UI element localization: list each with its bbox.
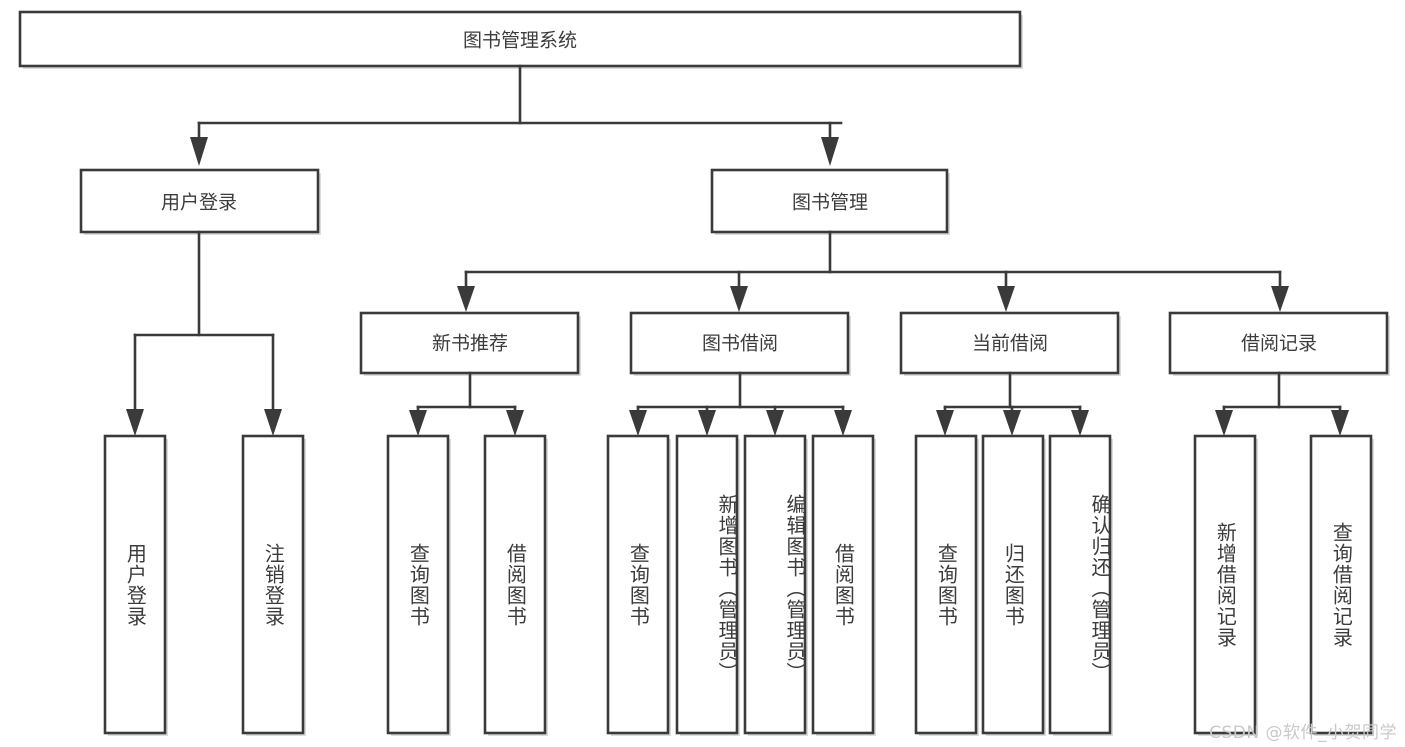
node-new-book-recommend-box [359,311,580,375]
leaf-node-query-book-1[interactable] [386,434,451,736]
connector-user-login-to-leaves [126,230,282,436]
leaf-node-user-logout[interactable] [241,434,306,736]
leaf-node-query-book-3[interactable] [914,434,979,736]
leaf-node-borrow-book-2[interactable] [811,434,876,736]
leaf-node-edit-book[interactable] [743,434,808,736]
node-borrow-record-label: 借阅记录 [1241,333,1317,355]
leaf-node-query-book-2[interactable] [606,434,671,736]
node-current-borrow-label: 当前借阅 [972,333,1048,355]
node-user-login-label: 用户登录 [161,192,237,214]
node-book-manage-label: 图书管理 [792,192,868,214]
node-user-login[interactable]: 用户登录 [79,168,321,235]
leaf-boxes [103,434,1374,736]
leaf-node-add-book[interactable] [675,434,740,736]
leaf-node-user-login[interactable] [103,434,168,736]
node-user-login-box [79,168,320,234]
connector-root-to-level2 [190,64,843,166]
connector-borrow-record-to-leaves [1215,371,1349,436]
connector-book-manage-to-level3 [457,230,1289,312]
node-book-borrow-label: 图书借阅 [702,333,778,355]
node-new-book-recommend-label: 新书推荐 [432,333,508,355]
node-current-borrow-box [899,311,1120,375]
node-borrow-record-box [1168,311,1389,375]
leaf-node-return-book[interactable] [981,434,1046,736]
node-root-box [18,10,1022,68]
node-book-borrow[interactable]: 图书借阅 [629,311,851,376]
node-borrow-record[interactable]: 借阅记录 [1168,311,1390,376]
leaf-node-query-record[interactable] [1309,434,1374,736]
connector-book-borrow-to-leaves [629,371,852,436]
node-new-book-recommend[interactable]: 新书推荐 [359,311,581,376]
node-current-borrow[interactable]: 当前借阅 [899,311,1121,376]
leaf-node-borrow-book-1[interactable] [483,434,548,736]
node-root[interactable]: 图书管理系统 [18,10,1023,69]
connector-current-borrow-to-leaves [936,371,1089,436]
csdn-watermark: CSDN @软件_小贺同学 [1209,723,1397,743]
leaf-node-confirm-return[interactable] [1048,434,1113,736]
leaf-node-add-record[interactable] [1193,434,1258,736]
node-book-manage[interactable]: 图书管理 [710,168,950,235]
node-root-label: 图书管理系统 [463,30,577,52]
connector-new-book-recommend-to-leaves [409,371,524,436]
